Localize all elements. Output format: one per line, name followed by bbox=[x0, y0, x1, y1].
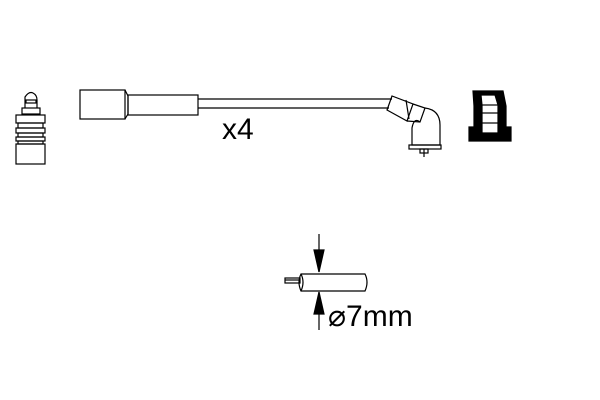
cable-cross-section bbox=[284, 273, 368, 292]
angled-plug-boot bbox=[386, 95, 442, 157]
dimension-arrows bbox=[313, 234, 325, 330]
spark-plug-terminal bbox=[15, 91, 46, 165]
coil-terminal-cap bbox=[468, 90, 512, 142]
ignition-cable bbox=[79, 89, 392, 120]
diameter-label: ⌀7mm bbox=[328, 300, 413, 333]
quantity-label: x4 bbox=[222, 113, 254, 146]
